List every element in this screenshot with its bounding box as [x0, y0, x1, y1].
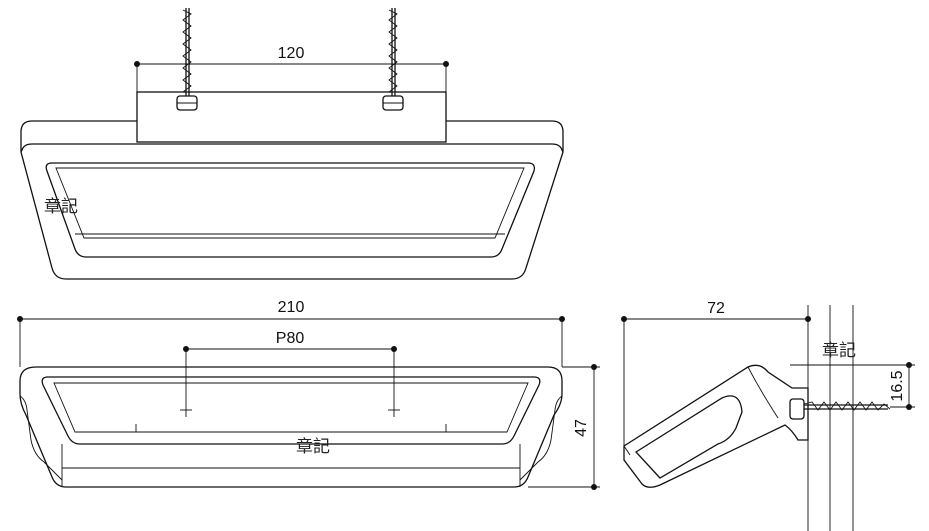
side-view: 72 16.5 章記	[621, 300, 915, 531]
offset-label: 16.5	[889, 370, 906, 401]
dimension-screw-pitch: 120	[134, 45, 449, 92]
dimension-offset: 16.5	[790, 362, 915, 410]
side-screw	[789, 398, 891, 420]
mounting-base	[136, 91, 447, 143]
handle-inner-rim	[55, 167, 525, 239]
dimension-height: 47	[528, 364, 600, 490]
screw-left	[176, 8, 198, 111]
top-view-note: 章記	[44, 197, 78, 217]
dimension-hole-pitch: P80	[183, 330, 397, 352]
dimension-depth: 72	[621, 300, 811, 446]
front-view-note: 章記	[296, 437, 330, 457]
handle-outer-frame	[20, 120, 564, 280]
dimension-overall-width: 210	[17, 299, 565, 367]
hole-pitch-label: P80	[276, 330, 305, 347]
front-outer-shell	[19, 366, 563, 488]
screw-right	[382, 8, 404, 111]
depth-label: 72	[707, 300, 725, 317]
handle-frame-edge	[20, 143, 564, 153]
front-inner-rim	[53, 382, 529, 433]
overall-width-label: 210	[278, 299, 305, 316]
side-view-note: 章記	[822, 341, 856, 361]
front-shell-side-left	[19, 395, 63, 481]
screw-pitch-label: 120	[278, 45, 305, 62]
handle-inner-opening	[45, 162, 536, 258]
height-label: 47	[573, 419, 590, 437]
front-inner-opening	[41, 376, 541, 445]
side-handle-slot	[634, 395, 743, 479]
front-shell-side-right	[519, 395, 563, 481]
hole-marks	[180, 349, 400, 417]
top-view: 120 章記	[20, 8, 564, 280]
front-view: 210 P80 47 章記	[17, 299, 600, 490]
side-handle-body	[623, 364, 809, 488]
